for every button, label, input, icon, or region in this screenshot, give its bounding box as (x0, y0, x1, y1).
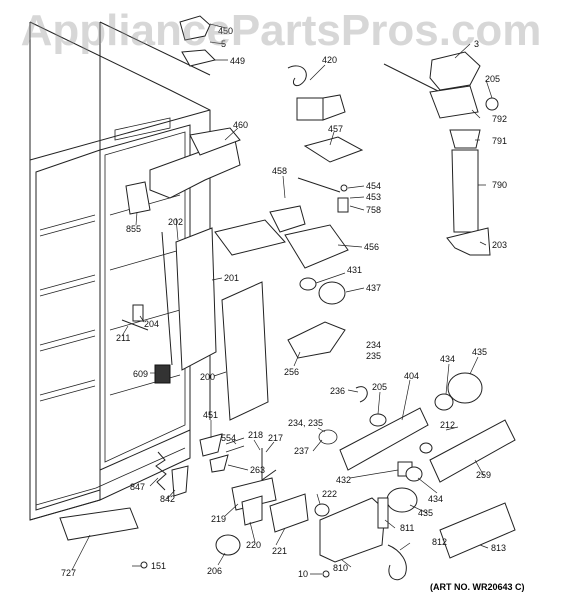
callout-435: 435 (472, 347, 487, 357)
callout-432: 432 (336, 475, 351, 485)
callout-435b: 435 (418, 508, 433, 518)
callout-554: 554 (221, 433, 236, 443)
callout-855: 855 (126, 224, 141, 234)
callout-256: 256 (284, 367, 299, 377)
callout-236: 236 (330, 386, 345, 396)
callout-259: 259 (476, 470, 491, 480)
callout-457: 457 (328, 124, 343, 134)
callout-200: 200 (200, 372, 215, 382)
callout-206: 206 (207, 566, 222, 576)
callout-420: 420 (322, 55, 337, 65)
callout-211: 211 (116, 333, 130, 343)
callout-450: 450 (218, 26, 233, 36)
callout-453: 453 (366, 192, 381, 202)
callout-811: 811 (400, 523, 414, 533)
callout-5: 5 (221, 39, 226, 49)
callout-727: 727 (61, 568, 76, 578)
callout-10: 10 (298, 569, 308, 579)
callout-3: 3 (474, 39, 479, 49)
callout-404: 404 (404, 371, 419, 381)
callout-847: 847 (130, 482, 145, 492)
callout-220: 220 (246, 540, 261, 550)
callout-221: 221 (272, 546, 287, 556)
callout-218: 218 (248, 430, 263, 440)
callout-212: 212 (440, 420, 455, 430)
callout-235: 235 (366, 351, 381, 361)
callout-451: 451 (203, 410, 218, 420)
callout-790: 790 (492, 180, 507, 190)
callout-217: 217 (268, 433, 283, 443)
callout-205: 205 (485, 74, 500, 84)
callout-434b: 434 (428, 494, 443, 504)
leader-lines (71, 23, 493, 575)
callout-431: 431 (347, 265, 362, 275)
callout-454: 454 (366, 181, 381, 191)
art-number-caption: (ART NO. WR20643 C) (430, 582, 525, 592)
callout-810: 810 (333, 563, 348, 573)
callout-204: 204 (144, 319, 159, 329)
callout-201: 201 (224, 273, 239, 283)
callout-219: 219 (211, 514, 226, 524)
callout-237: 237 (294, 446, 309, 456)
callout-460: 460 (233, 120, 248, 130)
callout-234-235: 234, 235 (288, 418, 323, 428)
callout-205b: 205 (372, 382, 387, 392)
callout-449: 449 (230, 56, 245, 66)
callout-758: 758 (366, 205, 381, 215)
callout-203: 203 (492, 240, 507, 250)
callout-263: 263 (250, 465, 265, 475)
callout-456: 456 (364, 242, 379, 252)
callout-222: 222 (322, 489, 337, 499)
callout-812: 812 (432, 537, 447, 547)
callout-813: 813 (491, 543, 506, 553)
callout-434: 434 (440, 354, 455, 364)
callout-609: 609 (133, 369, 148, 379)
callout-842: 842 (160, 494, 175, 504)
callout-labels: 450 5 449 420 3 205 792 791 790 203 460 … (61, 26, 507, 579)
callout-151: 151 (151, 561, 166, 571)
callout-791: 791 (492, 136, 507, 146)
part-shapes (59, 15, 516, 581)
callout-792: 792 (492, 114, 507, 124)
callout-234: 234 (366, 340, 381, 350)
callout-437: 437 (366, 283, 381, 293)
callout-458: 458 (272, 166, 287, 176)
callout-202: 202 (168, 217, 183, 227)
